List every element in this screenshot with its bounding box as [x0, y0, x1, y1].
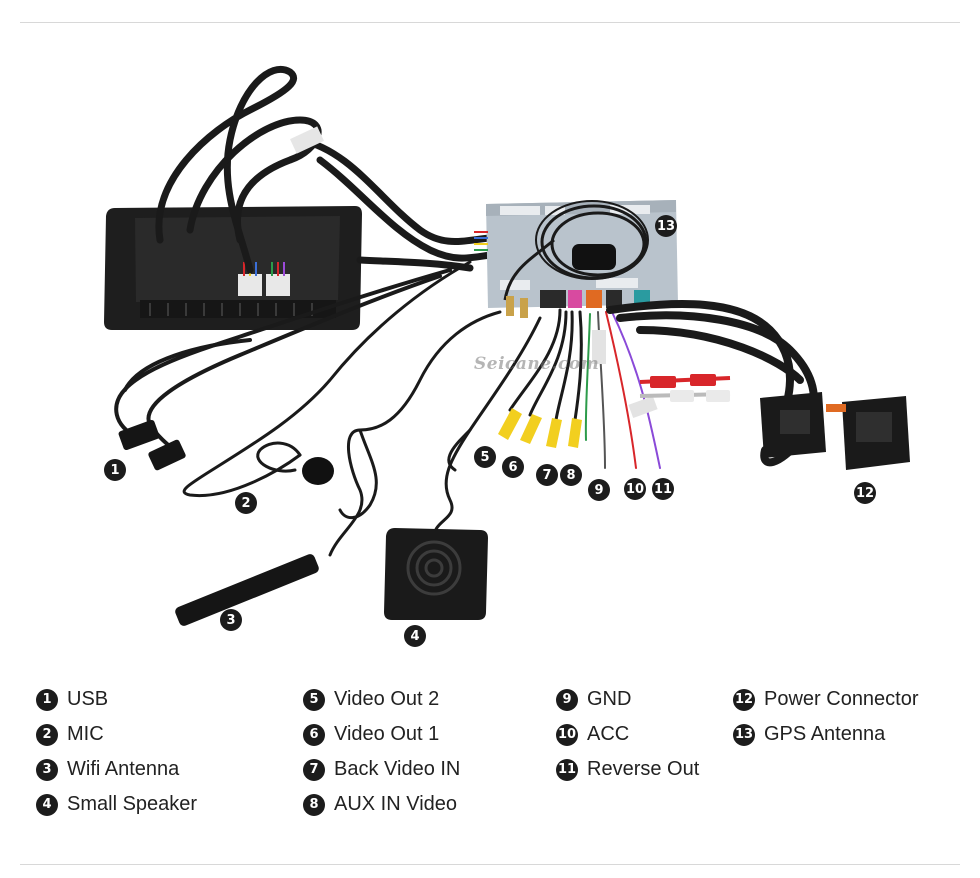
legend-number: 2 [36, 723, 58, 746]
legend-label: Video Out 2 [334, 688, 440, 710]
gps-antenna [503, 200, 649, 301]
wifi-cable [328, 310, 502, 557]
callout-aux-in-video: 8 [560, 464, 582, 486]
legend-column-1: 1 USB 2 MIC 3 Wifi Antenna 4 Small Speaker [36, 682, 197, 822]
callout-power-connector: 12 [854, 482, 876, 504]
legend-column-4: 12 Power Connector 13 GPS Antenna [733, 682, 919, 752]
speaker-cable [433, 316, 542, 542]
legend-label: Wifi Antenna [67, 758, 180, 780]
legend-column-3: 9 GND 10 ACC 11 Reverse Out [556, 682, 699, 787]
legend-label: GPS Antenna [764, 723, 886, 745]
rca-cables [508, 308, 583, 422]
legend-label: Small Speaker [67, 793, 198, 815]
legend-number: 9 [556, 688, 578, 711]
power-connector [760, 392, 910, 470]
usb-plug-b [148, 439, 186, 471]
callout-gps-antenna: 13 [655, 215, 677, 237]
callout-gnd: 9 [588, 479, 610, 501]
legend-label: Video Out 1 [334, 723, 440, 745]
callout-reverse-out: 11 [652, 478, 674, 500]
legend-label: USB [67, 688, 109, 710]
gold-connectors [506, 296, 528, 318]
head-unit [104, 206, 362, 330]
legend-item: 11 Reverse Out [556, 752, 699, 787]
legend-item: 3 Wifi Antenna [36, 752, 197, 787]
legend-label: Back Video IN [334, 758, 461, 780]
cable-label [290, 126, 324, 154]
legend-number: 12 [733, 688, 755, 711]
wifi-antenna [175, 554, 319, 626]
legend-number: 4 [36, 793, 58, 816]
legend-number: 13 [733, 723, 755, 746]
legend-label: AUX IN Video [334, 793, 458, 815]
legend-number: 3 [36, 758, 58, 781]
legend-label: MIC [67, 723, 104, 745]
callout-wifi-antenna: 3 [220, 609, 242, 631]
legend-item: 10 ACC [556, 717, 699, 752]
wire-label [592, 330, 606, 364]
power-harness [606, 300, 818, 467]
callout-acc: 10 [624, 478, 646, 500]
legend-item: 5 Video Out 2 [303, 682, 460, 717]
bottom-divider [20, 864, 960, 865]
legend-item: 6 Video Out 1 [303, 717, 460, 752]
signal-wires [584, 311, 661, 469]
rca-plugs-yellow [498, 408, 582, 448]
legend-column-2: 5 Video Out 2 6 Video Out 1 7 Back Video IN… [303, 682, 460, 822]
callout-usb: 1 [104, 459, 126, 481]
legend-number: 6 [303, 723, 325, 746]
legend-item: 7 Back Video IN [303, 752, 460, 787]
callout-video-out-2: 5 [474, 446, 496, 468]
legend-item: 2 MIC [36, 717, 197, 752]
small-speaker [384, 528, 488, 620]
legend-number: 7 [303, 758, 325, 781]
legend-label: Power Connector [764, 688, 919, 710]
usb-plug-a [118, 419, 160, 451]
legend-item: 13 GPS Antenna [733, 717, 919, 752]
legend-number: 10 [556, 723, 578, 746]
legend-item: 1 USB [36, 682, 197, 717]
legend-item: 8 AUX IN Video [303, 787, 460, 822]
legend-label: ACC [587, 723, 630, 745]
wiring-diagram [104, 65, 910, 626]
callout-small-speaker: 4 [404, 625, 426, 647]
legend-label: GND [587, 688, 632, 710]
legend-item: 9 GND [556, 682, 699, 717]
legend-label: Reverse Out [587, 758, 700, 780]
callout-back-video-in: 7 [536, 464, 558, 486]
legend-number: 1 [36, 688, 58, 711]
watermark: Seicane.com [474, 354, 600, 374]
legend-number: 8 [303, 793, 325, 816]
mic-head [302, 457, 334, 485]
top-divider [20, 22, 960, 23]
legend: 1 USB 2 MIC 3 Wifi Antenna 4 Small Speaker 5… [0, 682, 980, 832]
legend-number: 5 [303, 688, 325, 711]
rca-red-white [639, 374, 731, 402]
callout-video-out-1: 6 [502, 456, 524, 478]
callout-mic: 2 [235, 492, 257, 514]
legend-item: 12 Power Connector [733, 682, 919, 717]
wire-label-2 [628, 395, 658, 419]
legend-number: 11 [556, 758, 578, 781]
legend-item: 4 Small Speaker [36, 787, 197, 822]
mic-cable [182, 260, 472, 498]
